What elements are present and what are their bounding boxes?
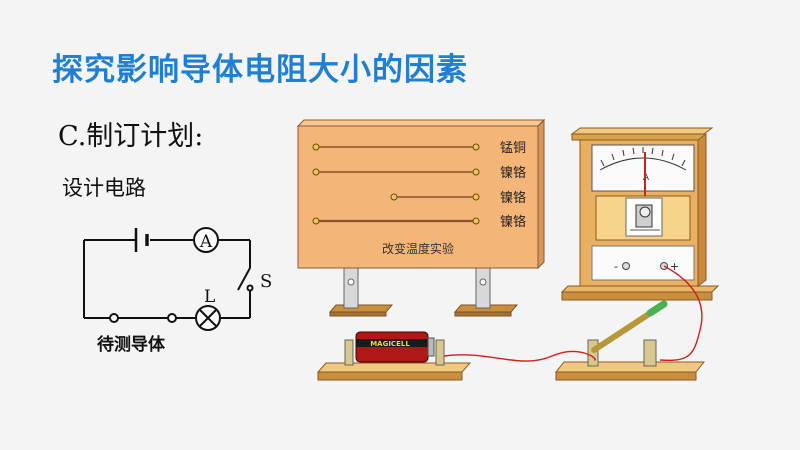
ammeter-device: A - + [560,127,720,301]
wire-label-3: 镍铬 [500,190,526,206]
wire-row-4 [312,217,480,225]
conductor-terminals [109,313,177,323]
slide-title: 探究影响导体电阻大小的因素 [52,52,468,88]
board-caption: 改变温度实验 [382,241,454,256]
conductor-under-test-label: 待测导体 [97,335,165,355]
scale-unit: A [643,173,650,183]
wire-row-1 [312,143,480,151]
wire-label-1: 锰铜 [500,141,526,156]
terminal-plus-label: + [670,260,679,273]
section-heading: C.制订计划: [58,121,204,152]
connecting-wires [443,265,703,362]
switch-symbol [237,267,254,292]
circuit-diagram [83,228,254,319]
wire-row-2 [312,168,480,176]
switch-letter: S [260,271,272,292]
battery-cell: MAGICELL [355,331,435,363]
wire-board: 锰铜 镍铬 镍铬 镍铬 改变温度实验 [296,118,546,317]
ammeter-symbol: A [193,227,219,253]
battery-brand: MAGICELL [370,340,410,348]
ammeter-symbol-letter: A [199,232,213,252]
lamp-letter: L [204,287,215,307]
knife-switch [554,300,706,381]
terminal-minus-label: - [614,260,618,273]
terminal-minus [622,262,630,270]
lamp-symbol [195,305,221,331]
wire-label-2: 镍铬 [500,165,526,181]
battery-symbol [134,228,149,252]
circuit-design-heading: 设计电路 [62,176,146,200]
battery-holder: MAGICELL [316,331,472,381]
wire-row-3 [390,193,480,201]
wire-label-4: 镍铬 [500,214,526,230]
board-feet [328,267,519,317]
